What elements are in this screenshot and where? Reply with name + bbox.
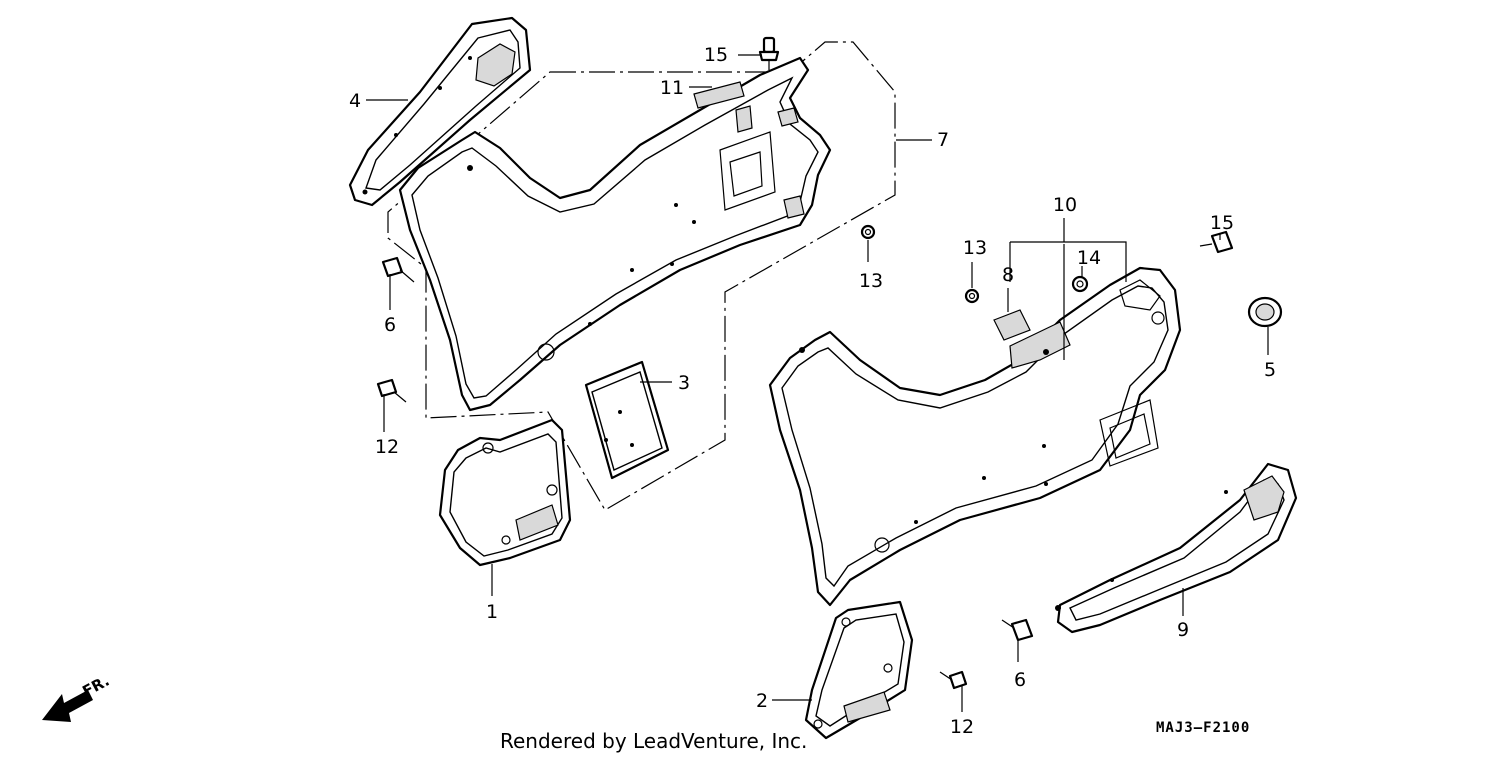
part-4-trim-strip (348, 16, 532, 207)
part-11-label (693, 81, 745, 109)
callout-1: 1 (486, 601, 498, 623)
part-14-nut (1071, 275, 1089, 293)
part-12-screw-left (376, 378, 407, 403)
callout-2: 2 (756, 690, 768, 712)
assembly-boundary-7 (387, 41, 896, 511)
part-15-screw-upper (758, 36, 780, 70)
callout-7: 7 (937, 129, 949, 151)
arrow-icon (42, 690, 93, 722)
part-7-upper-panel (398, 56, 832, 412)
part-9-trim-strip (1055, 462, 1298, 634)
part-1-cover (438, 418, 572, 567)
part-13-nut-right (964, 288, 980, 304)
credit-text: Rendered by LeadVenture, Inc. (500, 729, 807, 753)
callout-13-center: 13 (859, 270, 883, 292)
callout-15-upper: 15 (704, 44, 728, 66)
callout-12-left: 12 (375, 436, 399, 458)
part-12-screw-right (939, 670, 968, 690)
callout-6-right: 6 (1014, 669, 1026, 691)
callout-9: 9 (1177, 619, 1189, 641)
diagram-code: MAJ3–F2100 (1156, 720, 1250, 736)
part-6-bolt-left (381, 256, 415, 283)
leader-lines (366, 54, 1269, 712)
part-6-bolt-right (1001, 618, 1034, 642)
part-5-grommet (1247, 296, 1283, 328)
part-2-cover (804, 600, 914, 740)
front-direction-arrow: FR. (42, 672, 112, 722)
callout-10: 10 (1053, 194, 1077, 216)
part-13-nut-center (860, 224, 876, 240)
callout-5: 5 (1264, 359, 1276, 381)
callout-11: 11 (660, 77, 684, 99)
part-10-lower-panel (768, 266, 1182, 607)
callout-4: 4 (349, 90, 361, 112)
part-3-plate (584, 360, 670, 480)
callout-15-right: 15 (1210, 212, 1234, 234)
callout-8: 8 (1002, 264, 1014, 286)
part-8-pad (993, 309, 1031, 341)
part-15-bolt-right (1199, 230, 1234, 254)
callout-numbers: 1 2 3 4 5 6 6 7 8 9 10 11 12 12 13 13 14… (349, 44, 1276, 738)
callout-6-left: 6 (384, 314, 396, 336)
callout-12-right: 12 (950, 716, 974, 738)
callout-14: 14 (1077, 247, 1101, 269)
callout-3: 3 (678, 372, 690, 394)
callout-13-right: 13 (963, 237, 987, 259)
